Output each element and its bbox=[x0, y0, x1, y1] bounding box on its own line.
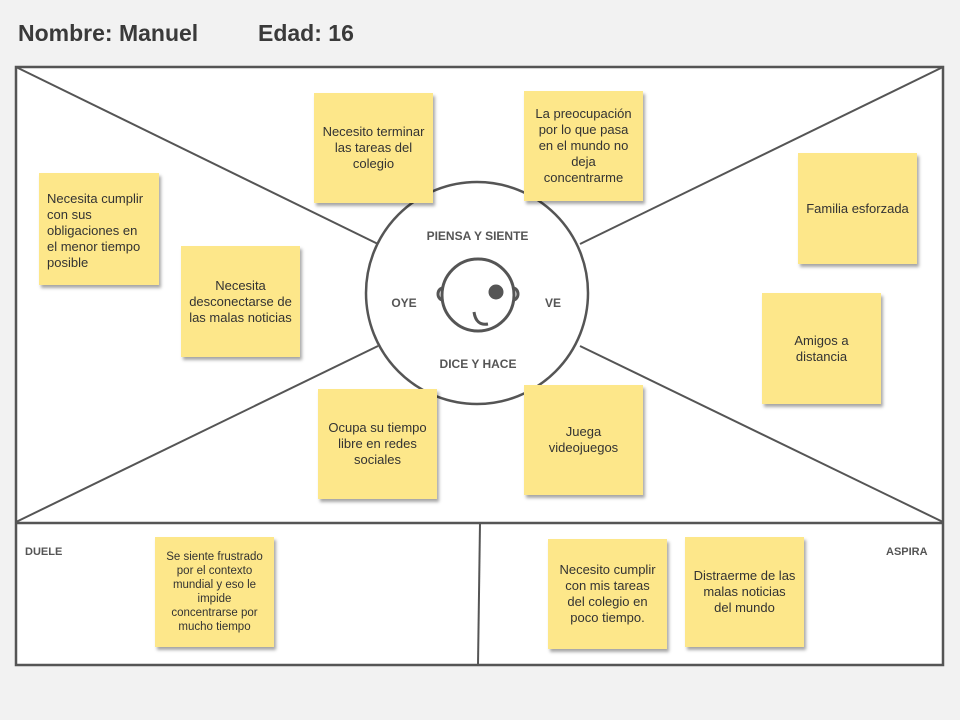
label-dice-y-hace: DICE Y HACE bbox=[439, 357, 517, 371]
sticky-note[interactable]: La preocupación por lo que pasa en el mu… bbox=[524, 91, 643, 201]
name-label: Nombre: Manuel bbox=[18, 20, 199, 46]
sticky-note[interactable]: Se siente frustrado por el contexto mund… bbox=[155, 537, 274, 647]
sticky-note[interactable]: Necesita cumplir con sus obligaciones en… bbox=[39, 173, 159, 285]
face-icon bbox=[436, 257, 520, 333]
sticky-note[interactable]: Juega videojuegos bbox=[524, 385, 643, 495]
bottom-split bbox=[477, 522, 481, 666]
sticky-note[interactable]: Amigos a distancia bbox=[762, 293, 881, 404]
sticky-note[interactable]: Necesito cumplir con mis tareas del cole… bbox=[548, 539, 667, 649]
sticky-note[interactable]: Necesita desconectarse de las malas noti… bbox=[181, 246, 300, 357]
sticky-note[interactable]: Distraerme de las malas noticias del mun… bbox=[685, 537, 804, 647]
sticky-note[interactable]: Ocupa su tiempo libre en redes sociales bbox=[318, 389, 437, 499]
diagonal-top-left bbox=[15, 66, 379, 245]
sticky-note[interactable]: Familia esforzada bbox=[798, 153, 917, 264]
label-oye: OYE bbox=[391, 296, 417, 310]
label-duele: DUELE bbox=[25, 546, 63, 558]
label-ve: VE bbox=[544, 296, 561, 310]
diagonal-bottom-right bbox=[579, 345, 944, 523]
center-circle bbox=[364, 180, 590, 406]
label-aspira: ASPIRA bbox=[886, 546, 928, 558]
age-label: Edad: 16 bbox=[258, 20, 354, 46]
sticky-note[interactable]: Necesito terminar las tareas del colegio bbox=[314, 93, 433, 203]
diagonal-bottom-left bbox=[15, 345, 379, 523]
label-piensa-y-siente: PIENSA Y SIENTE bbox=[426, 229, 529, 243]
diagonal-top-right bbox=[579, 66, 944, 245]
